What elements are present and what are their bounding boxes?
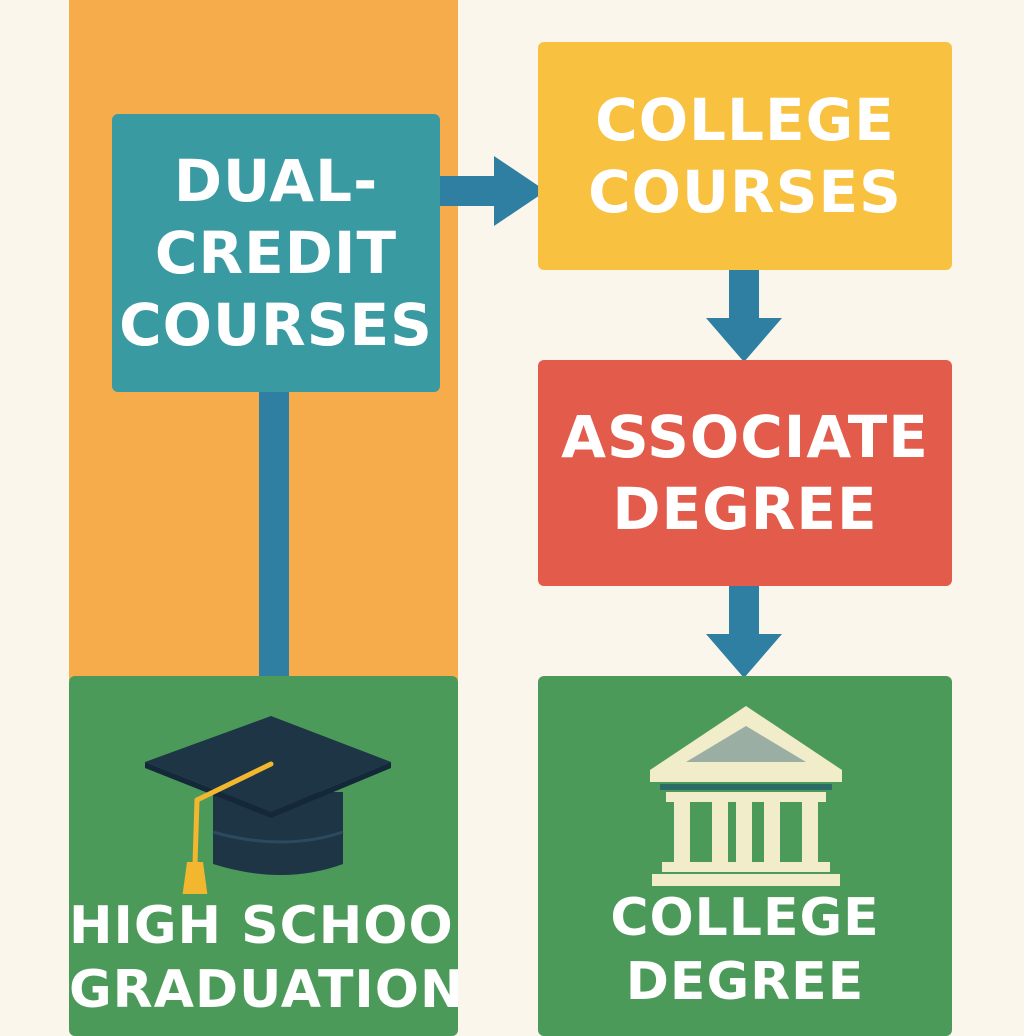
- graduation-cap-icon: [145, 716, 391, 894]
- arrow-college-courses-to-associate-degree: [706, 270, 782, 362]
- college-courses-line-2: Courses: [588, 158, 902, 226]
- high-school-graduation-line-1: High School: [69, 896, 458, 956]
- college-degree-box: College Degree: [538, 676, 952, 1036]
- college-courses-box: College Courses: [538, 42, 952, 270]
- associate-degree-box: Associate Degree: [538, 360, 952, 586]
- associate-degree-line-1: Associate: [561, 403, 929, 471]
- dual-credit-line-3: Courses: [119, 291, 433, 359]
- dual-credit-line-2: Credit: [154, 219, 398, 287]
- college-degree-label: College Degree: [538, 886, 952, 1014]
- college-courses-line-1: College: [595, 86, 895, 154]
- dual-credit-line-1: Dual-: [173, 147, 379, 215]
- high-school-graduation-line-2: Graduation: [69, 960, 458, 1020]
- associate-degree-line-2: Degree: [612, 475, 878, 543]
- college-degree-line-2: Degree: [625, 952, 865, 1012]
- college-degree-line-1: College: [610, 888, 880, 948]
- arrow-associate-degree-to-college-degree: [706, 586, 782, 678]
- high-school-graduation-box: High School Graduation: [69, 676, 458, 1036]
- high-school-graduation-label: High School Graduation: [69, 894, 458, 1022]
- university-building-icon: [650, 706, 842, 886]
- dual-credit-courses-box: Dual- Credit Courses: [112, 114, 440, 392]
